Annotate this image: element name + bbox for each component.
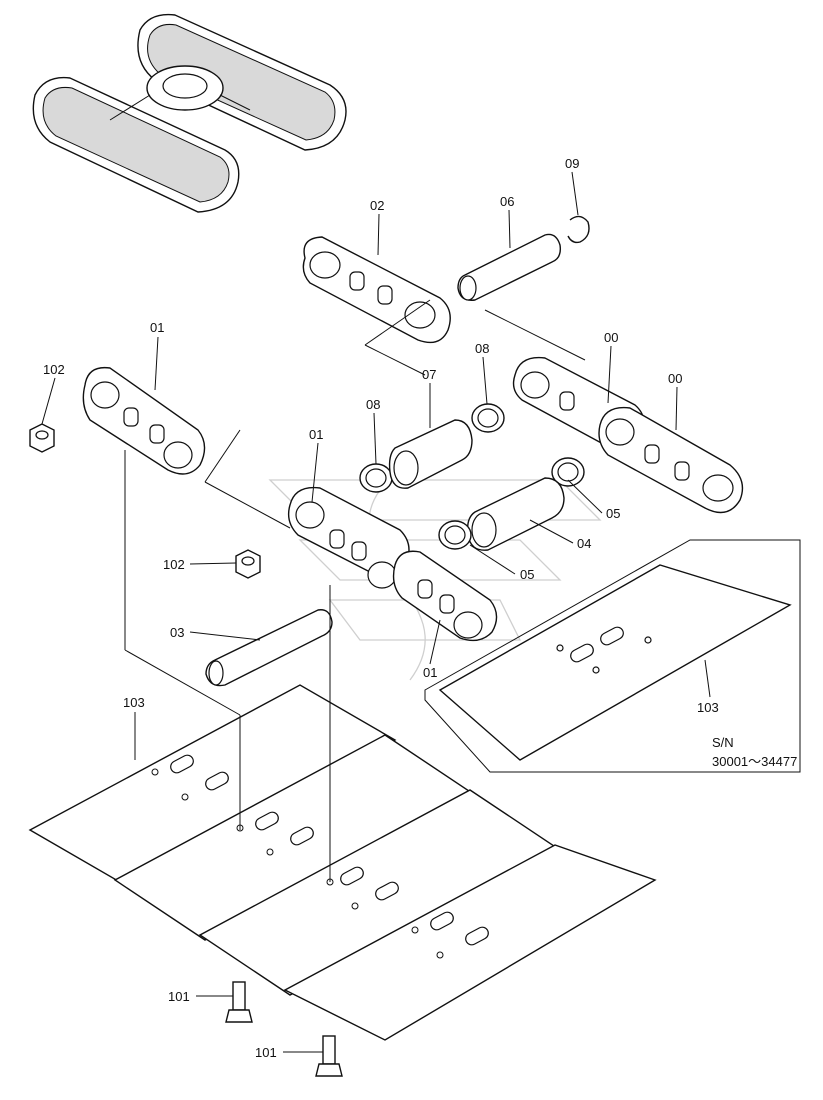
- callout-bolt-101-b: 101: [255, 1045, 277, 1060]
- callout-link-01-lower: 01: [423, 665, 437, 680]
- callout-seal-05-d: 05: [520, 567, 534, 582]
- callout-bushing-07: 07: [422, 367, 436, 382]
- nut-102-left: [29, 423, 55, 453]
- callout-shoe-103-main: 103: [123, 695, 145, 710]
- inset-serial-range: 30001～34477: [712, 754, 797, 769]
- callout-link-02: 02: [370, 198, 384, 213]
- seal-08-a: [359, 463, 393, 493]
- ring-09: [567, 215, 590, 244]
- seal-08-b: [471, 403, 505, 433]
- track-shoe-stack: [28, 684, 657, 1041]
- inset-serial-heading: S/N: [712, 735, 734, 750]
- callout-nut-102-center: 102: [163, 557, 185, 572]
- link-01-left: [82, 366, 206, 475]
- track-assembly-illustration: [32, 13, 347, 213]
- callout-seal-08-a: 08: [366, 397, 380, 412]
- callout-link-01-center: 01: [309, 427, 323, 442]
- callout-seal-05-c: 05: [606, 506, 620, 521]
- callout-pin-03: 03: [170, 625, 184, 640]
- callout-seal-08-b: 08: [475, 341, 489, 356]
- bushing-07: [388, 419, 473, 489]
- callout-link-01-left: 01: [150, 320, 164, 335]
- link-01-lower: [392, 550, 498, 642]
- callout-shoe-103-inset: 103: [697, 700, 719, 715]
- nut-102-center: [235, 549, 261, 579]
- leader-lines: [41, 171, 711, 1053]
- callouts: 02 06 09 01 102 08 07 08 01 00 00 05 04 …: [43, 156, 797, 1060]
- callout-bushing-04: 04: [577, 536, 591, 551]
- pin-03: [205, 609, 333, 687]
- seal-05-c: [551, 457, 585, 487]
- seal-05-d: [438, 520, 472, 550]
- callout-pin-06: 06: [500, 194, 514, 209]
- bolt-101-a: [225, 981, 253, 1023]
- master-link-00: [512, 356, 744, 514]
- link-01-center: [287, 486, 410, 589]
- bolt-101-b: [315, 1035, 343, 1077]
- pin-06: [457, 233, 562, 301]
- callout-master-link-00-a: 00: [604, 330, 618, 345]
- link-02: [302, 236, 451, 344]
- callout-nut-102-left: 102: [43, 362, 65, 377]
- inset-box: [424, 539, 801, 773]
- callout-ring-09: 09: [565, 156, 579, 171]
- callout-master-link-00-b: 00: [668, 371, 682, 386]
- callout-bolt-101-a: 101: [168, 989, 190, 1004]
